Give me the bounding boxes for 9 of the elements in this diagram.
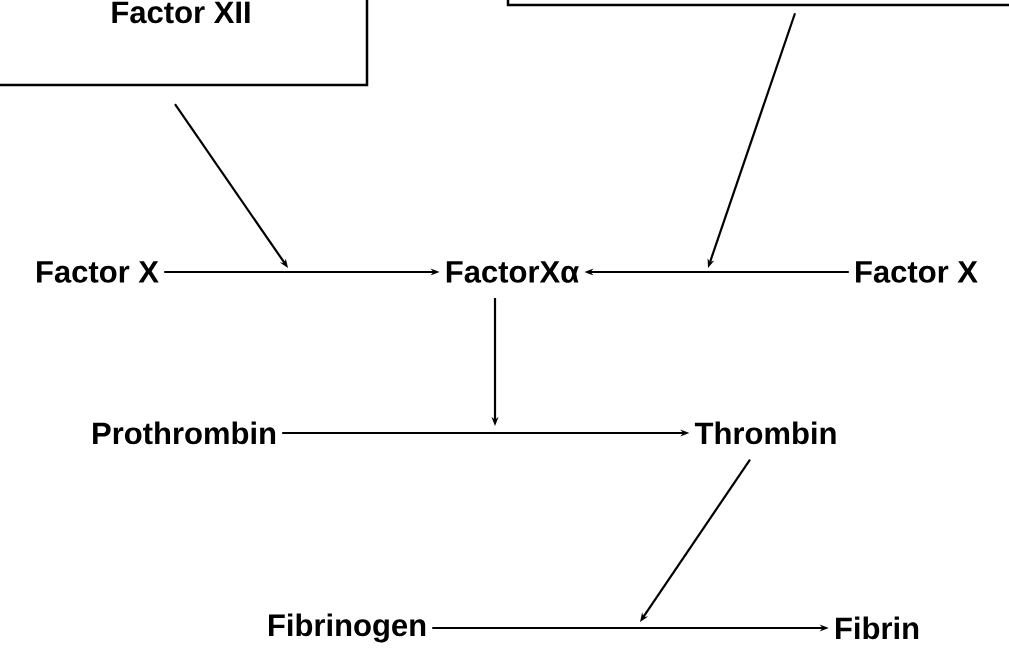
- factor-label: Thrombin: [694, 421, 836, 445]
- factor-label: FactorXα: [446, 261, 579, 283]
- factor-label: Prothrombin: [93, 421, 276, 445]
- factor-box: Factor XII: [0, 0, 369, 87]
- factor-label: Factor X: [37, 261, 159, 283]
- factor-label: Factor X: [856, 261, 978, 283]
- factor-label: Fibrinogen: [269, 613, 426, 643]
- factor-box: [506, 0, 1009, 7]
- factor-label: Fibrin: [836, 616, 919, 640]
